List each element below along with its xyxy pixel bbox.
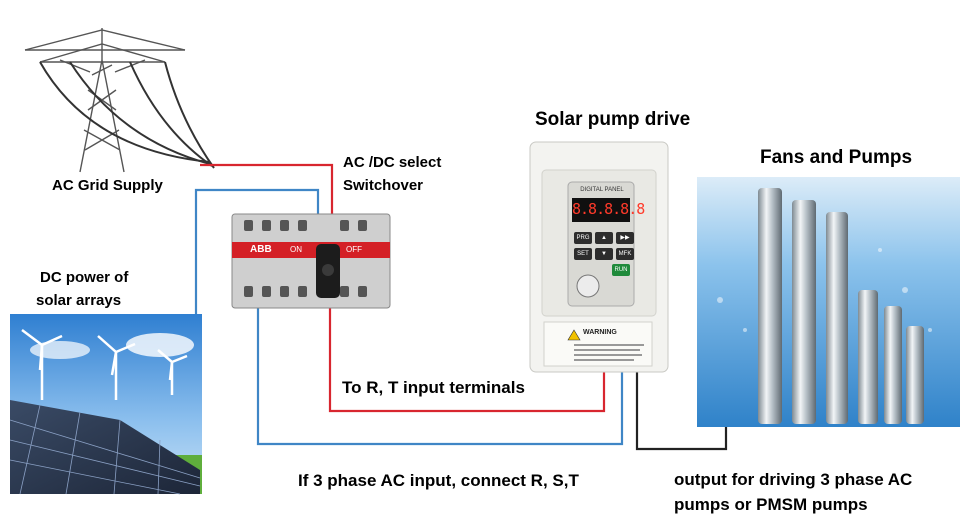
pump-cylinders xyxy=(758,188,924,424)
power-lines xyxy=(39,61,215,169)
drive-title: Solar pump drive xyxy=(535,109,691,130)
key-down[interactable]: ▼ xyxy=(595,248,613,260)
switch-label-2: Switchover xyxy=(343,177,424,194)
switch-label-1: AC /DC select xyxy=(343,154,442,171)
fans-pumps-title: Fans and Pumps xyxy=(760,147,913,168)
key-shift[interactable]: ▶▶ xyxy=(616,232,634,244)
drive-panel-label: DIGITAL PANEL xyxy=(580,187,624,193)
drive-display: 8.8.8.8.8 xyxy=(572,200,645,218)
transmission-tower-icon xyxy=(24,28,186,173)
switch-on-label: ON xyxy=(290,245,302,254)
key-run[interactable]: RUN xyxy=(612,264,630,276)
key-set[interactable]: SET xyxy=(574,248,592,260)
ac-grid-label: AC Grid Supply xyxy=(52,177,163,194)
key-up[interactable]: ▲ xyxy=(595,232,613,244)
rt-terminals-label: To R, T input terminals xyxy=(342,378,525,397)
switch-brand: ABB xyxy=(250,244,272,255)
switchover-device xyxy=(231,213,391,309)
drive-warning-title: WARNING xyxy=(583,329,617,336)
drive-keypad: PRG ▲ ▶▶ SET ▼ MFK xyxy=(574,232,634,260)
key-prg[interactable]: PRG xyxy=(574,232,592,244)
solar-array-image xyxy=(9,314,202,495)
output-label-1: output for driving 3 phase AC xyxy=(674,470,913,489)
rst-note-label: If 3 phase AC input, connect R, S,T xyxy=(298,471,579,490)
wires xyxy=(194,163,728,451)
output-label-2: pumps or PMSM pumps xyxy=(674,495,868,514)
dc-power-label-1: DC power of xyxy=(40,269,129,286)
dc-power-label-2: solar arrays xyxy=(36,292,122,309)
key-mfk[interactable]: MFK xyxy=(616,248,634,260)
pumps-image xyxy=(697,177,960,427)
switch-off-label: OFF xyxy=(346,245,362,254)
